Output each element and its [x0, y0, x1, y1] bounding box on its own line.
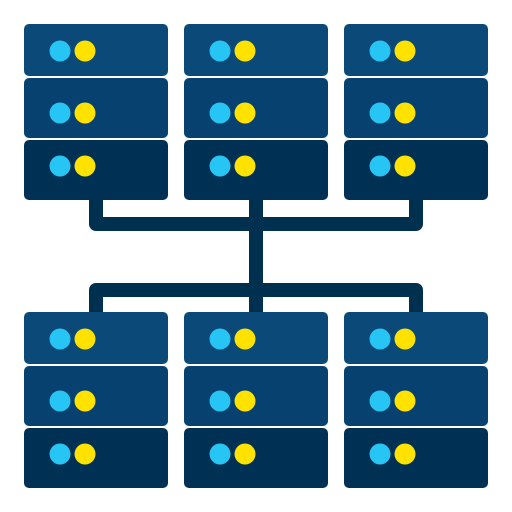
status-light-yellow-icon: [234, 102, 256, 124]
server-unit-body: [344, 78, 488, 138]
server-rack-top-left: [24, 24, 168, 200]
server-unit-body: [344, 140, 488, 200]
status-light-yellow-icon: [394, 328, 416, 350]
status-light-blue-icon: [209, 40, 231, 62]
server-unit: [344, 140, 488, 200]
status-light-blue-icon: [49, 390, 71, 412]
server-unit-body: [24, 312, 168, 364]
server-unit-body: [184, 78, 328, 138]
server-unit-body: [184, 24, 328, 76]
status-light-yellow-icon: [394, 443, 416, 465]
status-light-yellow-icon: [74, 102, 96, 124]
server-unit: [24, 312, 168, 364]
server-unit-body: [184, 140, 328, 200]
server-unit-body: [344, 366, 488, 426]
server-rack-top-right: [344, 24, 488, 200]
status-light-blue-icon: [49, 443, 71, 465]
server-unit-body: [344, 428, 488, 488]
server-unit-body: [24, 140, 168, 200]
status-light-yellow-icon: [234, 328, 256, 350]
server-rack-bottom-right: [344, 312, 488, 488]
server-unit-body: [344, 24, 488, 76]
bottom-connector-line: [89, 283, 423, 316]
server-unit: [184, 78, 328, 138]
server-unit: [24, 428, 168, 488]
status-light-yellow-icon: [394, 390, 416, 412]
server-unit: [24, 78, 168, 138]
status-light-yellow-icon: [234, 40, 256, 62]
status-light-blue-icon: [369, 102, 391, 124]
status-light-yellow-icon: [74, 443, 96, 465]
status-light-yellow-icon: [74, 40, 96, 62]
status-light-blue-icon: [369, 443, 391, 465]
server-racks: [24, 24, 488, 488]
status-light-blue-icon: [209, 443, 231, 465]
status-light-blue-icon: [369, 390, 391, 412]
server-rack-bottom-left: [24, 312, 168, 488]
status-light-blue-icon: [49, 328, 71, 350]
server-unit-body: [344, 312, 488, 364]
status-light-yellow-icon: [234, 155, 256, 177]
status-light-yellow-icon: [74, 328, 96, 350]
server-unit: [184, 366, 328, 426]
status-light-yellow-icon: [74, 390, 96, 412]
status-light-yellow-icon: [394, 40, 416, 62]
status-light-yellow-icon: [234, 390, 256, 412]
status-light-blue-icon: [49, 102, 71, 124]
server-unit: [24, 24, 168, 76]
status-light-blue-icon: [209, 328, 231, 350]
server-rack-top-center: [184, 24, 328, 200]
server-unit-body: [184, 428, 328, 488]
status-light-yellow-icon: [234, 443, 256, 465]
status-light-blue-icon: [209, 390, 231, 412]
server-unit: [344, 428, 488, 488]
server-unit: [184, 428, 328, 488]
server-unit-body: [184, 312, 328, 364]
status-light-blue-icon: [369, 155, 391, 177]
server-unit: [24, 140, 168, 200]
server-unit-body: [24, 24, 168, 76]
status-light-yellow-icon: [74, 155, 96, 177]
server-unit: [344, 366, 488, 426]
server-unit-body: [184, 366, 328, 426]
server-unit: [344, 78, 488, 138]
status-light-blue-icon: [369, 40, 391, 62]
server-unit: [344, 312, 488, 364]
server-unit: [344, 24, 488, 76]
status-light-blue-icon: [49, 155, 71, 177]
server-rack-bottom-center: [184, 312, 328, 488]
status-light-yellow-icon: [394, 102, 416, 124]
server-unit: [184, 140, 328, 200]
status-light-blue-icon: [209, 155, 231, 177]
server-unit: [184, 312, 328, 364]
server-unit: [184, 24, 328, 76]
status-light-yellow-icon: [394, 155, 416, 177]
network-connectors: [89, 196, 423, 316]
server-unit: [24, 366, 168, 426]
server-unit-body: [24, 428, 168, 488]
status-light-blue-icon: [369, 328, 391, 350]
server-unit-body: [24, 366, 168, 426]
status-light-blue-icon: [49, 40, 71, 62]
status-light-blue-icon: [209, 102, 231, 124]
server-unit-body: [24, 78, 168, 138]
